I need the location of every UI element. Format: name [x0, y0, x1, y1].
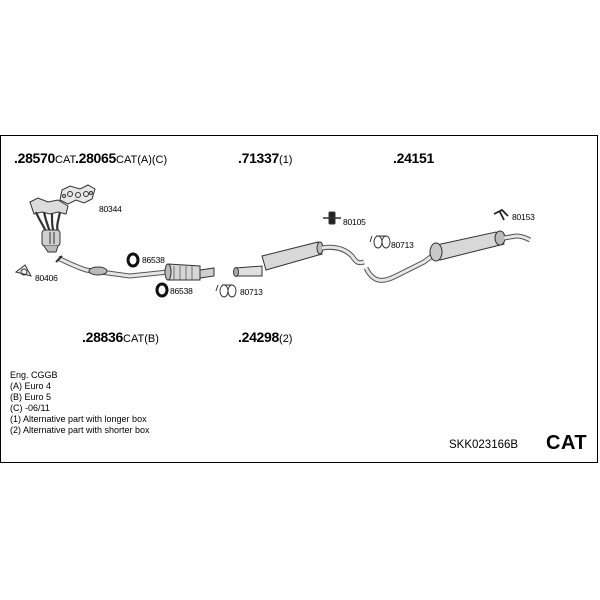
callout-80153[interactable]: 80153 — [512, 212, 535, 222]
notes-legend: Eng. CGGB (A) Euro 4 (B) Euro 5 (C) -06/… — [10, 370, 150, 436]
hanger-bracket-80153[interactable] — [493, 208, 509, 221]
note-c: (C) -06/11 — [10, 403, 50, 413]
callout-86538-lower[interactable]: 86538 — [170, 286, 193, 296]
rubber-hanger-80105[interactable] — [323, 211, 341, 225]
clamp-86538-upper[interactable] — [126, 252, 140, 268]
clamp-86538-lower[interactable] — [155, 282, 169, 298]
callout-80713-lower[interactable]: 80713 — [240, 287, 263, 297]
callout-80344[interactable]: 80344 — [99, 204, 122, 214]
exhaust-manifold-28570[interactable] — [29, 197, 69, 253]
callout-80713-upper[interactable]: 80713 — [391, 240, 414, 250]
part-number-24151[interactable]: .24151 — [393, 150, 435, 166]
part-number-24298[interactable]: .24298(2) — [238, 329, 293, 345]
note-a: (A) Euro 4 — [10, 381, 52, 391]
diagram-frame — [0, 135, 598, 463]
category-label: CAT — [546, 432, 588, 454]
clamp-80713-upper[interactable] — [369, 235, 391, 249]
callout-80105[interactable]: 80105 — [343, 217, 366, 227]
part-number-28836[interactable]: .28836CAT(B) — [82, 329, 159, 345]
note-engine: Eng. CGGB — [10, 370, 58, 380]
flange-gasket-80406[interactable] — [14, 264, 32, 277]
front-pipe-catalyst-28065[interactable] — [55, 255, 215, 281]
part-number-71337[interactable]: .71337(1) — [238, 150, 293, 166]
middle-silencer-71337[interactable] — [233, 241, 365, 277]
note-1: (1) Alternative part with longer box — [10, 414, 147, 424]
rear-silencer-24151[interactable] — [363, 230, 532, 283]
callout-86538-upper[interactable]: 86538 — [142, 255, 165, 265]
part-number-28570[interactable]: .28570CAT. — [14, 150, 79, 166]
callout-80406[interactable]: 80406 — [35, 273, 58, 283]
part-number-28065[interactable]: .28065CAT(A)(C) — [75, 150, 168, 166]
note-2: (2) Alternative part with shorter box — [10, 425, 150, 435]
kit-code: SKK023166B — [449, 439, 519, 451]
clamp-80713-lower[interactable] — [215, 284, 237, 298]
manifold-gasket-80344[interactable] — [59, 184, 96, 205]
note-b: (B) Euro 5 — [10, 392, 52, 402]
